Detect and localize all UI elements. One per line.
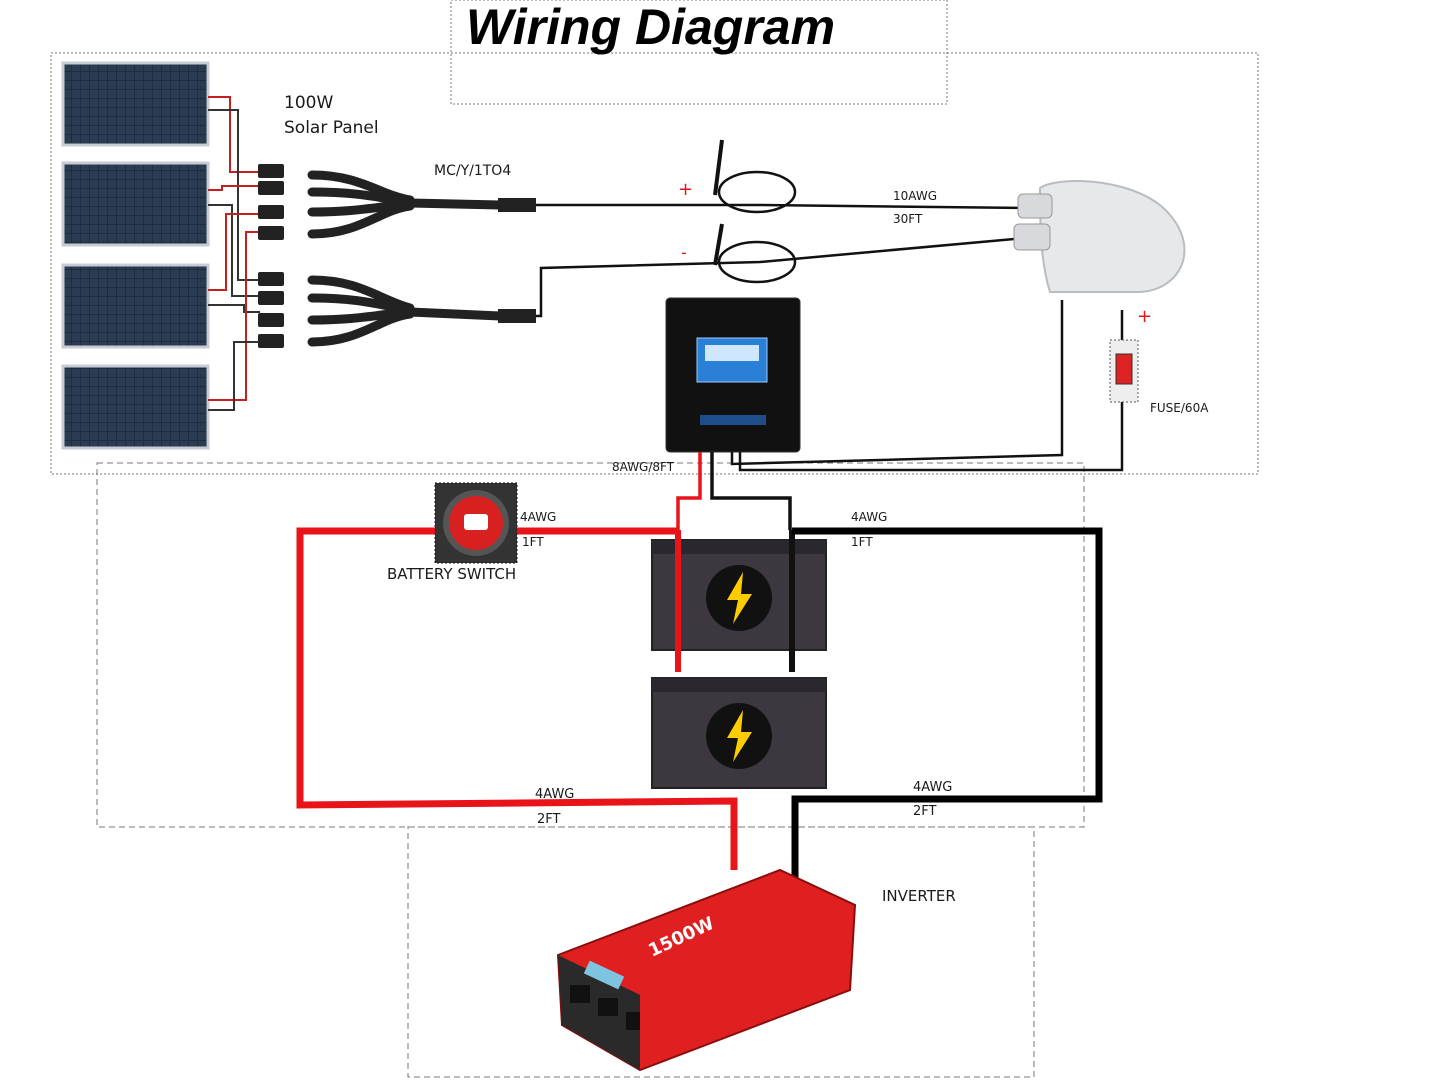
- branch-connector-label: MC/Y/1TO4: [434, 163, 511, 179]
- pv-cable-gauge: 10AWG: [893, 189, 937, 203]
- negative-main-cable: [791, 527, 1103, 882]
- battery-switch: [434, 482, 518, 564]
- switch-cable-length: 1FT: [522, 535, 544, 549]
- solar-panel-1: [61, 61, 210, 147]
- battery-interconnects: [675, 530, 795, 672]
- controller-wires: [730, 300, 1124, 472]
- solar-panel-2: [61, 161, 210, 247]
- positive-main-cable: [296, 527, 738, 870]
- solar-panel-label-watt: 100W: [284, 93, 333, 113]
- positive-sign-pv: +: [678, 179, 693, 200]
- inverter-section-frame: [407, 826, 1035, 1078]
- positive-sign-fuse: +: [1137, 306, 1152, 327]
- page-title: Wiring Diagram: [466, 0, 835, 55]
- branch-connector-positive: [307, 170, 536, 239]
- title-box: [450, 0, 948, 105]
- charge-controller: [665, 297, 801, 453]
- inverter-neg-gauge: 4AWG: [913, 780, 952, 795]
- solar-panel-array: [61, 61, 210, 450]
- inverter: [556, 868, 857, 1072]
- pv-cables: [536, 139, 1026, 318]
- cable-entry-gland: [1013, 180, 1186, 293]
- mc4-connectors: [258, 164, 284, 348]
- battery-neg-length: 1FT: [851, 535, 873, 549]
- solar-panel-label: Solar Panel: [284, 118, 379, 138]
- inverter-neg-length: 2FT: [913, 804, 937, 819]
- solar-panel-3: [61, 263, 210, 349]
- battery-neg-gauge: 4AWG: [851, 510, 887, 524]
- controller-to-battery-wires: [676, 452, 792, 530]
- switch-cable-gauge: 4AWG: [520, 510, 556, 524]
- battery-switch-label: BATTERY SWITCH: [387, 565, 516, 583]
- negative-sign-pv: -: [681, 243, 687, 262]
- fuse-label: FUSE/60A: [1150, 401, 1209, 415]
- battery-2: [651, 677, 827, 789]
- battery-section-frame: [96, 462, 1085, 828]
- panel-leads: [208, 96, 260, 411]
- solar-section-frame: [50, 52, 1259, 475]
- inverter-pos-gauge: 4AWG: [535, 787, 574, 802]
- branch-connector-negative: [307, 275, 536, 347]
- pv-cable-length: 30FT: [893, 212, 923, 226]
- inverter-pos-length: 2FT: [537, 812, 561, 827]
- inverter-label: INVERTER: [882, 887, 956, 905]
- fuse: [1109, 339, 1139, 403]
- solar-panel-4: [61, 364, 210, 450]
- controller-cable-label: 8AWG/8FT: [612, 460, 675, 474]
